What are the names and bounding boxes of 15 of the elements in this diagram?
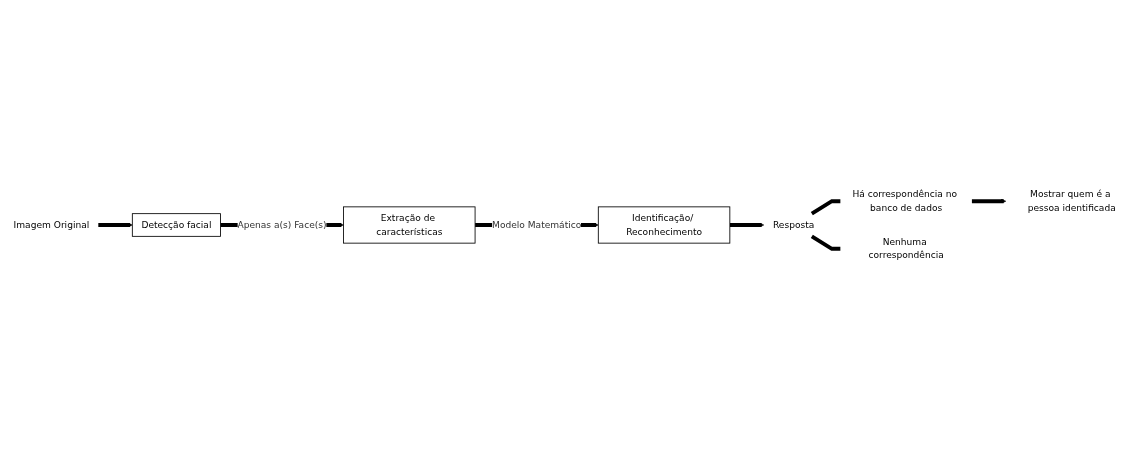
connector — [810, 199, 841, 216]
node-box: Detecção facial — [131, 213, 221, 237]
node-box: Extração de características — [343, 206, 476, 244]
connector — [810, 234, 841, 251]
arrow — [971, 198, 1007, 204]
node-text: Nenhuma correspondência — [868, 236, 944, 261]
arrow — [729, 222, 765, 228]
node-text: Resposta — [772, 219, 815, 231]
arrow — [98, 222, 133, 228]
edge-label: Apenas a(s) Face(s) — [237, 219, 327, 231]
node-text: Há correspondência no banco de dados — [852, 188, 957, 214]
node-box: Identificação/ Reconhecimento — [597, 206, 731, 244]
edge-label: Modelo Matemático — [492, 219, 582, 231]
node-text: Imagem Original — [13, 219, 90, 231]
node-text: Mostrar quem é a pessoa identificada — [1027, 188, 1116, 214]
